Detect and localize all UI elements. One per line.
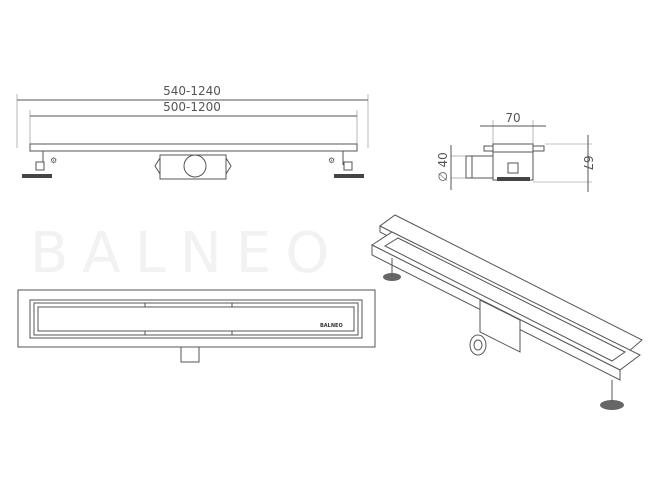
outlet-box [159,154,227,180]
outlet-pipe [183,154,207,178]
adjustable-foot-left: ⚙ [22,151,57,178]
watermark: BALNEO [30,221,343,286]
side-view: 70 ∅ 40 67 [436,111,595,192]
height-label: 67 [581,155,595,170]
channel-body [29,143,358,152]
overall-length-label: 540-1240 [163,84,221,98]
width-label: 70 [505,111,520,125]
front-view: 540-1240 500-1200 ⚙ ⚙ [16,84,369,180]
channel-length-label: 500-1200 [163,100,221,114]
isometric-view [370,214,643,410]
gear-icon: ⚙ [328,156,335,165]
gear-icon: ⚙ [50,156,57,165]
plan-outlet [180,346,200,363]
outlet-diameter-label: ∅ 40 [436,152,450,182]
plan-view: BALNEO [17,289,376,363]
side-outlet-pipe [465,155,494,179]
adjustable-foot-right: ⚙ [328,151,364,178]
brand-label: BALNEO [320,323,343,329]
